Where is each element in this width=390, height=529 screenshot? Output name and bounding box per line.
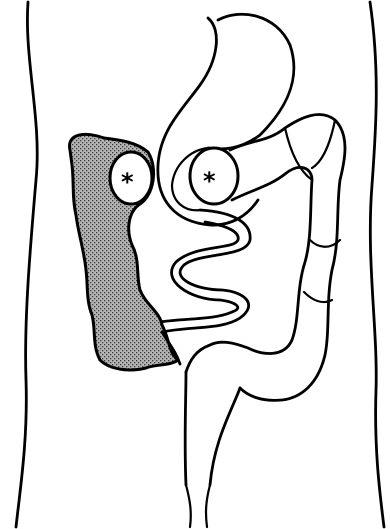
colon-outer-wall xyxy=(230,115,345,401)
rectum-left xyxy=(185,372,186,485)
marker-right: * xyxy=(203,167,216,195)
rectum-right xyxy=(210,388,240,485)
torso-right-contour xyxy=(370,2,384,527)
torso-left-contour xyxy=(16,2,37,527)
small-intestine xyxy=(160,210,250,332)
thigh-divide-left xyxy=(186,485,191,527)
small-intestine-outer xyxy=(162,210,250,332)
stomach-inner-wall xyxy=(208,14,294,149)
torso-outline xyxy=(16,2,384,527)
shaded-colon-segment: * xyxy=(70,134,178,370)
thigh-divide-right xyxy=(206,485,210,527)
marker-left: * xyxy=(121,168,134,196)
small-intestine-inner xyxy=(160,222,238,322)
